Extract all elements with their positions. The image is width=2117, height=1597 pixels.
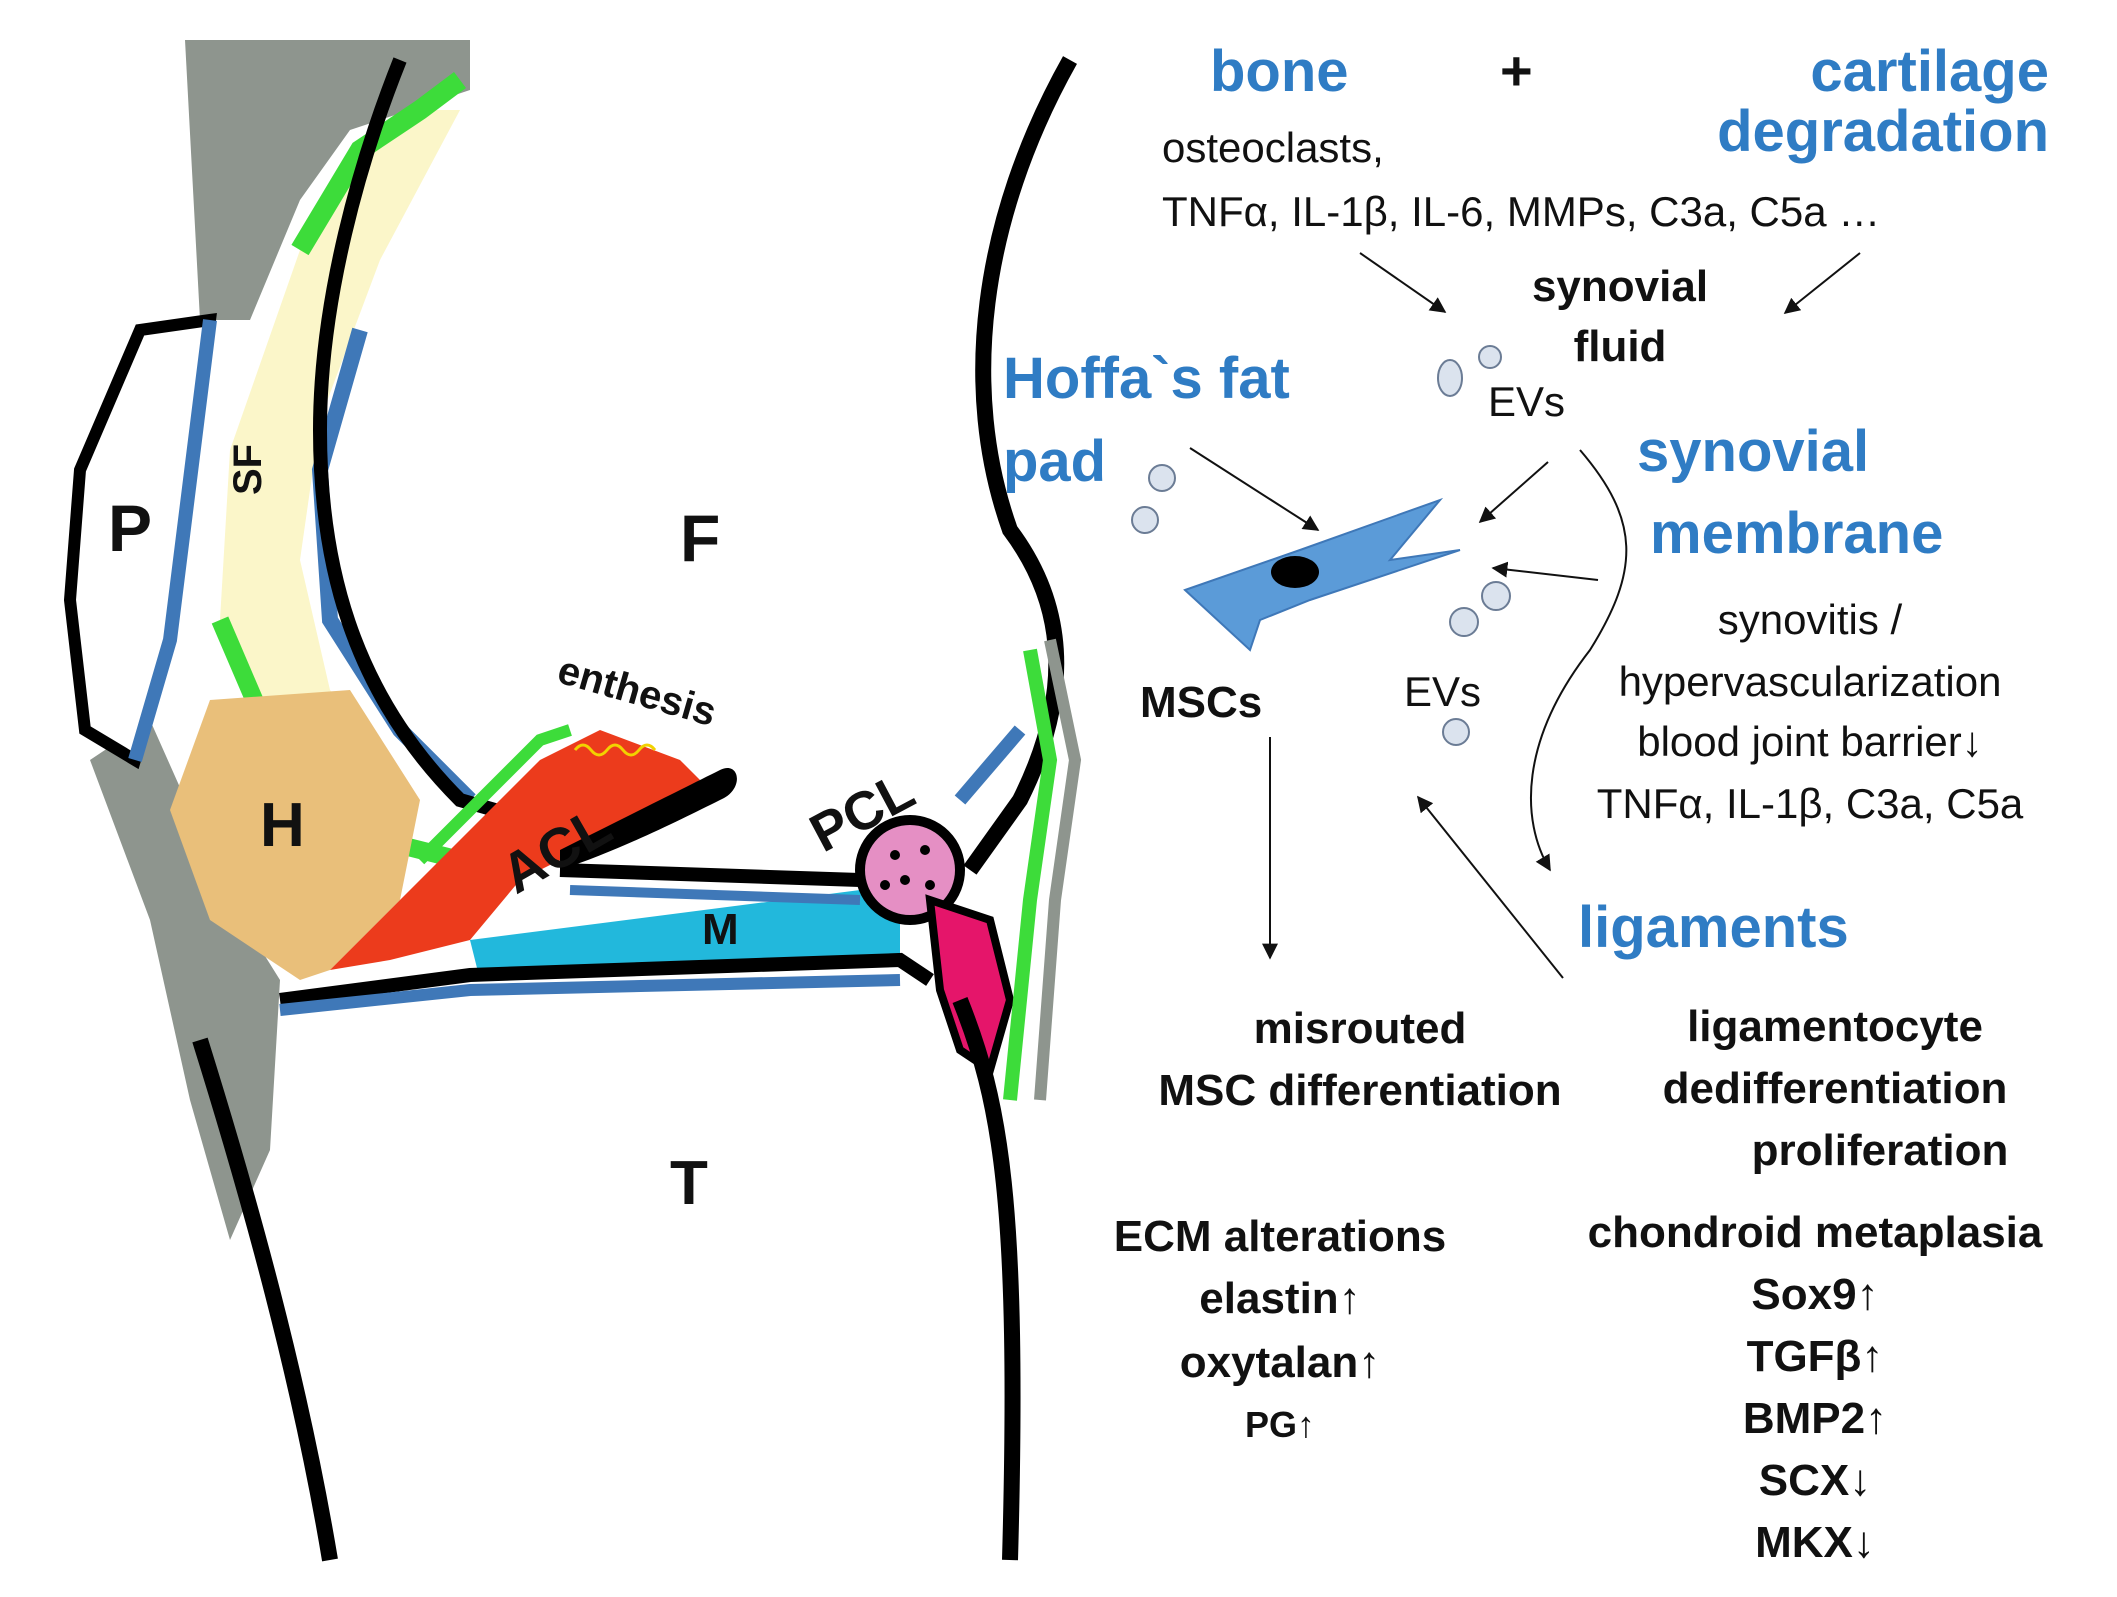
- synovial-fluid-region: [220, 110, 460, 840]
- acl-green-edge: [415, 724, 572, 865]
- posterior-gray: [1034, 638, 1082, 1101]
- ecm-line-1: ECM alterations: [1113, 1212, 1447, 1261]
- synovitis-line-2: hypervascularization: [1618, 658, 2002, 705]
- chondroid-line-6: MKX↓: [1755, 1518, 1875, 1567]
- label-patella: P: [108, 491, 153, 565]
- heading-ligaments: ligaments: [1578, 895, 1849, 960]
- patella-membrane: [128, 319, 217, 762]
- chondroid-line-4: BMP2↑: [1742, 1394, 1888, 1443]
- synovitis-line-1: synovitis /: [1717, 596, 1903, 643]
- heading-membrane: membrane: [1650, 501, 1944, 566]
- msc-nucleus: [1271, 556, 1319, 588]
- arrow-cartilage-to-fluid: [1783, 252, 1861, 314]
- arrow-membrane-to-ligaments: [1530, 449, 1628, 872]
- heading-bone: bone: [1210, 39, 1349, 104]
- patellar-tendon: [90, 720, 280, 1240]
- heading-synovial: synovial: [1637, 419, 1870, 484]
- ecm-line-4: PG↑: [1244, 1404, 1315, 1445]
- ligamentocyte-line-1: ligamentocyte: [1687, 1002, 1983, 1051]
- ecm-line-3: oxytalan↑: [1179, 1338, 1381, 1387]
- quadriceps-tendon: [185, 40, 470, 320]
- acl: [330, 730, 700, 970]
- meniscus-top: [559, 863, 861, 887]
- heading-degradation: degradation: [1717, 99, 2049, 164]
- ev-6: [1449, 607, 1479, 637]
- arrow-ligaments-to-msc: [1416, 795, 1564, 979]
- pcl-circle: [855, 815, 965, 925]
- tibia-anterior: [192, 1037, 338, 1562]
- femoral-notch: [560, 767, 737, 870]
- heading-cartilage: cartilage: [1810, 39, 2049, 104]
- ev-4: [1131, 506, 1159, 534]
- ev-3: [1148, 464, 1176, 492]
- femur-outline: [312, 57, 532, 827]
- label-meniscus: M: [702, 905, 739, 954]
- label-femur: F: [680, 501, 721, 575]
- label-synovial-fluid-region: SF: [226, 443, 270, 495]
- ligamentocyte-line-2: dedifferentiation: [1662, 1064, 2008, 1113]
- evs-upper: EVs: [1488, 378, 1566, 425]
- synovial-fluid-line-1: synovial: [1531, 262, 1709, 311]
- chondroid-line-2: Sox9↑: [1751, 1270, 1879, 1319]
- arrow-fluid-to-msc: [1478, 461, 1549, 524]
- heading-hoffa-1: Hoffa`s fat: [1003, 346, 1290, 411]
- arrow-membrane-to-msc: [1491, 561, 1599, 581]
- arrow-bone-to-fluid: [1359, 252, 1447, 313]
- posterior-green: [1003, 648, 1058, 1101]
- hoffa-fat-pad: [170, 690, 420, 980]
- tibia-membrane: [279, 974, 901, 1016]
- label-mscs: MSCs: [1140, 678, 1263, 727]
- evs-lower: EVs: [1404, 668, 1482, 715]
- heading-hoffa-2: pad: [1003, 429, 1107, 494]
- ev-7: [1442, 718, 1470, 746]
- ev-2: [1478, 345, 1502, 369]
- ligamentocyte-line-3: proliferation: [1751, 1126, 2009, 1175]
- label-tibia: T: [670, 1149, 708, 1218]
- ev-1: [1437, 359, 1463, 397]
- synovitis-line-3: blood joint barrier↓: [1637, 718, 1983, 765]
- arrow-hoffa-to-msc: [1189, 447, 1320, 531]
- misrouted-line-1: misrouted: [1253, 1004, 1467, 1053]
- enthesis-wavy: [573, 743, 657, 757]
- mediators-line-2: TNFα, IL-1β, IL-6, MMPs, C3a, C5a …: [1162, 188, 1881, 235]
- ecm-line-2: elastin↑: [1199, 1274, 1361, 1323]
- chondroid-line-3: TGFβ↑: [1746, 1332, 1884, 1381]
- posterior-blue: [954, 725, 1026, 805]
- ev-5: [1481, 581, 1511, 611]
- chondroid-line-5: SCX↓: [1758, 1456, 1872, 1505]
- label-hoffa: H: [260, 791, 305, 860]
- msc-cell: [1183, 497, 1461, 652]
- mediators-line-1: osteoclasts,: [1162, 124, 1384, 171]
- meniscus-blue: [569, 885, 861, 905]
- chondroid-line-1: chondroid metaplasia: [1587, 1208, 2043, 1257]
- synovial-fluid-line-2: fluid: [1573, 322, 1667, 371]
- misrouted-line-2: MSC differentiation: [1158, 1066, 1562, 1115]
- femur-posterior: [963, 56, 1077, 875]
- tibia-plateau: [279, 952, 934, 1007]
- plus-sign: +: [1500, 39, 1533, 102]
- tibia-posterior: [952, 997, 1021, 1561]
- synovitis-line-4: TNFα, IL-1β, C3a, C5a: [1596, 780, 2024, 827]
- synovial-lining-green: [291, 72, 466, 256]
